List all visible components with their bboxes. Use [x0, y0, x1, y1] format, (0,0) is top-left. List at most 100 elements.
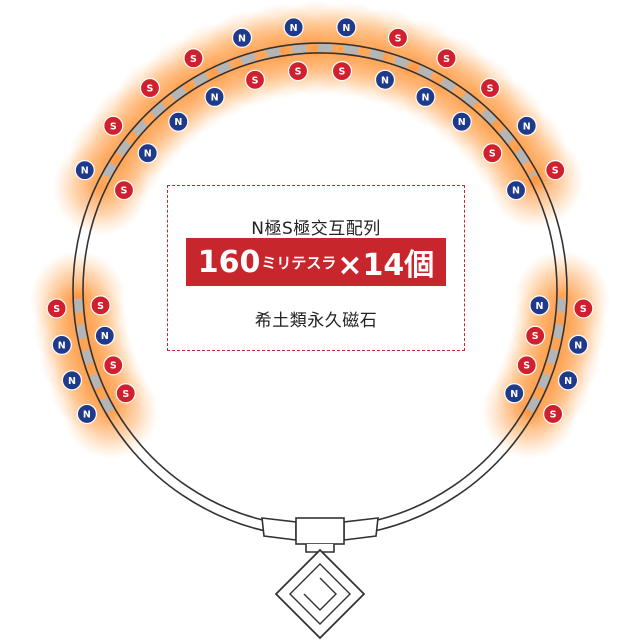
pendant-inner	[289, 563, 351, 625]
alternating-poles-label: N極S極交互配列	[251, 219, 381, 239]
pole-letter: S	[122, 389, 129, 400]
pole-letter: N	[564, 376, 572, 387]
north-pole-marker: N	[504, 383, 525, 404]
south-pole-marker: S	[436, 48, 457, 69]
north-pole-marker: N	[557, 370, 579, 391]
north-pole-marker: N	[94, 325, 115, 346]
pole-letter: S	[252, 75, 259, 86]
necklace-cord	[72, 42, 568, 536]
north-pole-marker: N	[516, 115, 537, 136]
north-pole-marker: N	[204, 86, 225, 108]
south-pole-marker: S	[516, 355, 537, 376]
north-pole-marker: N	[61, 370, 83, 391]
info-box: N極S極交互配列 160 ミリテスラ ×14個 希土類永久磁石	[167, 185, 465, 351]
pole-letter: S	[110, 121, 117, 132]
north-pole-marker: N	[168, 111, 189, 132]
pole-letter: N	[342, 23, 350, 34]
glow-blob	[481, 363, 578, 459]
pendant-diamond	[274, 548, 366, 640]
pole-letter: S	[53, 304, 60, 315]
south-pole-marker: S	[482, 143, 503, 164]
north-pole-marker: N	[374, 69, 396, 90]
pole-letter: S	[550, 409, 557, 420]
pole-letter: N	[58, 340, 66, 351]
pole-letter: S	[339, 67, 346, 78]
south-pole-marker: S	[545, 160, 566, 181]
south-pole-marker: S	[103, 355, 124, 376]
south-pole-marker: S	[542, 403, 564, 425]
spec-count: ×14個	[337, 248, 435, 283]
magnet-band	[102, 44, 538, 179]
spec-unit: ミリテスラ	[261, 253, 337, 272]
pole-letter: N	[421, 92, 429, 103]
pole-letter: S	[443, 54, 450, 65]
pole-letter: N	[512, 186, 520, 197]
pole-letter: N	[458, 117, 466, 128]
south-pole-marker: S	[46, 298, 67, 319]
south-pole-marker: S	[115, 383, 136, 404]
north-pole-marker: N	[415, 86, 436, 108]
pole-letter: S	[395, 33, 402, 44]
pole-letter: N	[238, 33, 246, 44]
pendant-mark	[303, 577, 337, 611]
north-pole-marker: N	[451, 111, 472, 132]
north-pole-marker: N	[568, 334, 589, 355]
pole-letter: S	[552, 166, 559, 177]
glow-blob	[487, 132, 584, 229]
pole-letter: S	[295, 67, 302, 78]
magnet-band	[74, 298, 114, 413]
glow-blob	[30, 250, 127, 347]
north-pole-marker: N	[137, 143, 158, 164]
pole-letter: S	[147, 84, 154, 95]
pole-letter: S	[110, 361, 117, 372]
pole-letter: N	[174, 117, 182, 128]
south-pole-marker: S	[479, 77, 501, 99]
south-pole-marker: S	[90, 295, 111, 316]
clasp-center	[295, 517, 345, 545]
pole-letter: S	[487, 84, 494, 95]
pole-letter: S	[523, 361, 530, 372]
pole-letter: N	[535, 301, 543, 312]
pole-letter: N	[81, 166, 89, 177]
pole-letter: S	[532, 331, 539, 342]
south-pole-marker: S	[287, 60, 309, 82]
pole-letter: N	[381, 75, 389, 86]
south-pole-marker: S	[331, 60, 353, 82]
north-pole-marker: N	[74, 160, 95, 181]
pole-letter: N	[144, 149, 152, 160]
north-pole-marker: N	[76, 403, 98, 425]
clasp-right	[343, 517, 379, 541]
magnet-band	[526, 298, 566, 413]
south-pole-marker: S	[387, 27, 409, 48]
pole-letter: N	[574, 340, 582, 351]
pole-letter: N	[290, 23, 298, 34]
pole-letter: S	[97, 301, 104, 312]
north-pole-marker: N	[283, 17, 304, 38]
pole-letter: N	[211, 92, 219, 103]
pole-letter: N	[510, 389, 518, 400]
south-pole-marker: S	[244, 69, 266, 90]
pole-letter: N	[523, 121, 531, 132]
south-pole-marker: S	[183, 48, 204, 69]
spec-number: 160	[197, 244, 261, 280]
pendant-clasp	[261, 517, 379, 640]
pole-letter: N	[83, 409, 91, 420]
pole-letter: S	[489, 149, 496, 160]
north-pole-marker: N	[336, 17, 357, 38]
magnet-bands	[74, 44, 566, 413]
south-pole-marker: S	[103, 115, 124, 136]
clasp-left	[261, 517, 297, 541]
magnet-markers: N S S N S N S N N S N S N S S N S N S N N S S N N S N S N N S S S N N S N S S N	[46, 17, 594, 425]
south-pole-marker: S	[113, 180, 135, 201]
pole-letter: S	[190, 54, 197, 65]
cord-line	[82, 52, 558, 526]
cord-line	[72, 42, 568, 536]
pole-letter: S	[580, 304, 587, 315]
south-pole-marker: S	[525, 325, 546, 346]
magnet-type-label: 希土類永久磁石	[254, 311, 378, 331]
north-pole-marker: N	[231, 27, 253, 48]
south-pole-marker: S	[139, 77, 161, 99]
north-pole-marker: N	[529, 295, 550, 316]
